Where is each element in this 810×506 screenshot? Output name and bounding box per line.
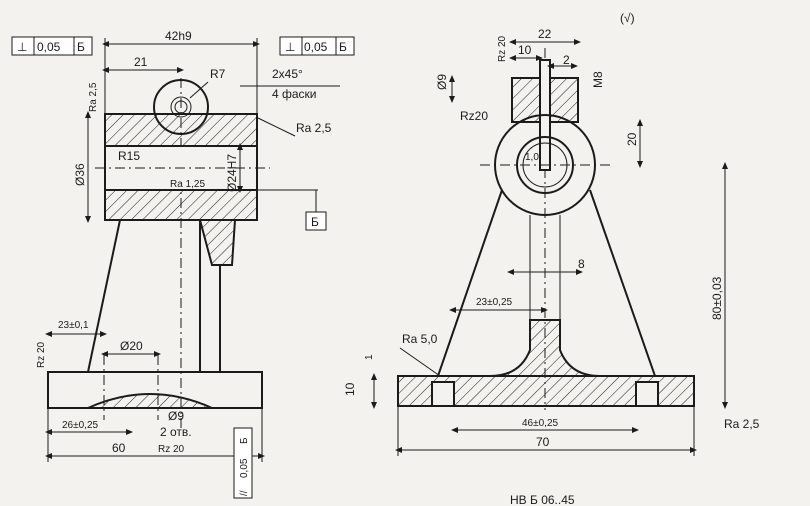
roughness-ra25-base: Ra 2,5 (724, 417, 760, 431)
general-roughness: (√) (620, 11, 635, 25)
roughness-ra125: Ra 1,25 (170, 179, 205, 190)
dim-8: 8 (578, 257, 585, 271)
dim-70: 70 (536, 435, 550, 449)
roughness-rz20-top: Rz 20 (497, 35, 508, 62)
base-hole-left (431, 381, 455, 407)
dim-22: 22 (538, 27, 552, 41)
leader-ra25 (257, 117, 296, 137)
left-taper-edge (87, 219, 121, 373)
roughness-rz20-left: Rz 20 (36, 341, 47, 368)
svg-text:0,05: 0,05 (304, 40, 328, 54)
left-leg (437, 189, 503, 377)
leader-ra50 (399, 347, 441, 377)
hub-inner (516, 136, 574, 194)
roughness-rz20-mid: Rz20 (460, 109, 488, 123)
dim-23: 23±0,1 (58, 320, 89, 331)
parallelism-tolerance-frame: // 0,05 Б (233, 427, 253, 499)
dim-42h9: 42h9 (165, 29, 192, 43)
dim-d36: Ø36 (73, 163, 87, 186)
dim-10-right: 10 (343, 382, 357, 396)
roughness-rz20-bottom: Rz 20 (158, 444, 185, 455)
base-section (87, 393, 213, 409)
right-view: Rz 20 22 10 2 (√) Ø9 M8 Rz20 20 1,0 8 80… (343, 11, 760, 456)
dim-10: 10 (518, 43, 532, 57)
svg-text:Б: Б (339, 40, 347, 54)
svg-text:Б: Б (77, 40, 85, 54)
dim-1-0: 1,0 (525, 152, 539, 163)
chamfer: 2х45° (272, 67, 303, 81)
svg-text:0,05: 0,05 (239, 458, 250, 478)
dim-46: 46±0,25 (522, 418, 559, 429)
housing-top-section (104, 113, 258, 147)
dim-2: 2 (563, 53, 570, 67)
rib-section-right (489, 319, 601, 377)
dim-26: 26±0,25 (62, 420, 99, 431)
holes-note: 2 отв. (160, 425, 192, 439)
roughness-ra25-right: Ra 2,5 (296, 121, 332, 135)
dim-d9: Ø9 (168, 409, 184, 423)
bottom-caption: НВ Б 06..45 (510, 493, 575, 506)
dim-r15: R15 (118, 149, 140, 163)
svg-text:0,05: 0,05 (37, 40, 61, 54)
dim-21: 21 (134, 55, 148, 69)
dim-23-right: 23±0,25 (476, 297, 513, 308)
dim-d20: Ø20 (120, 339, 143, 353)
base-hole-right (635, 381, 659, 407)
dim-d24h7: Ø24H7 (225, 154, 239, 192)
left-view: 42h9 21 R7 2х45° 4 фаски ⊥ 0,05 Б ⊥ 0,05… (11, 29, 355, 499)
right-leg (589, 189, 656, 377)
dim-20: 20 (625, 132, 639, 146)
dim-r7: R7 (210, 67, 226, 81)
tolerance-frame-left: ⊥ 0,05 Б (11, 36, 93, 56)
datum-b: Б (311, 215, 319, 229)
leader-r7 (189, 81, 209, 99)
housing-bottom-section (104, 189, 258, 221)
tolerance-frame-right: ⊥ 0,05 Б (279, 36, 355, 56)
svg-text:⊥: ⊥ (17, 40, 27, 54)
svg-text://: // (239, 490, 250, 496)
dim-1: 1 (364, 354, 375, 360)
svg-text:Б: Б (239, 437, 250, 444)
datum-box (305, 211, 327, 231)
dim-m8: M8 (591, 71, 605, 88)
chamfer-note: 4 фаски (272, 87, 317, 101)
dim-60: 60 (112, 441, 126, 455)
svg-text:⊥: ⊥ (285, 40, 295, 54)
rib-section (198, 219, 237, 266)
roughness-ra50: Ra 5,0 (402, 332, 438, 346)
dim-80: 80±0,03 (710, 276, 724, 320)
dim-d9-right: Ø9 (435, 74, 449, 90)
roughness-ra25-top: Ra 2,5 (88, 82, 99, 112)
